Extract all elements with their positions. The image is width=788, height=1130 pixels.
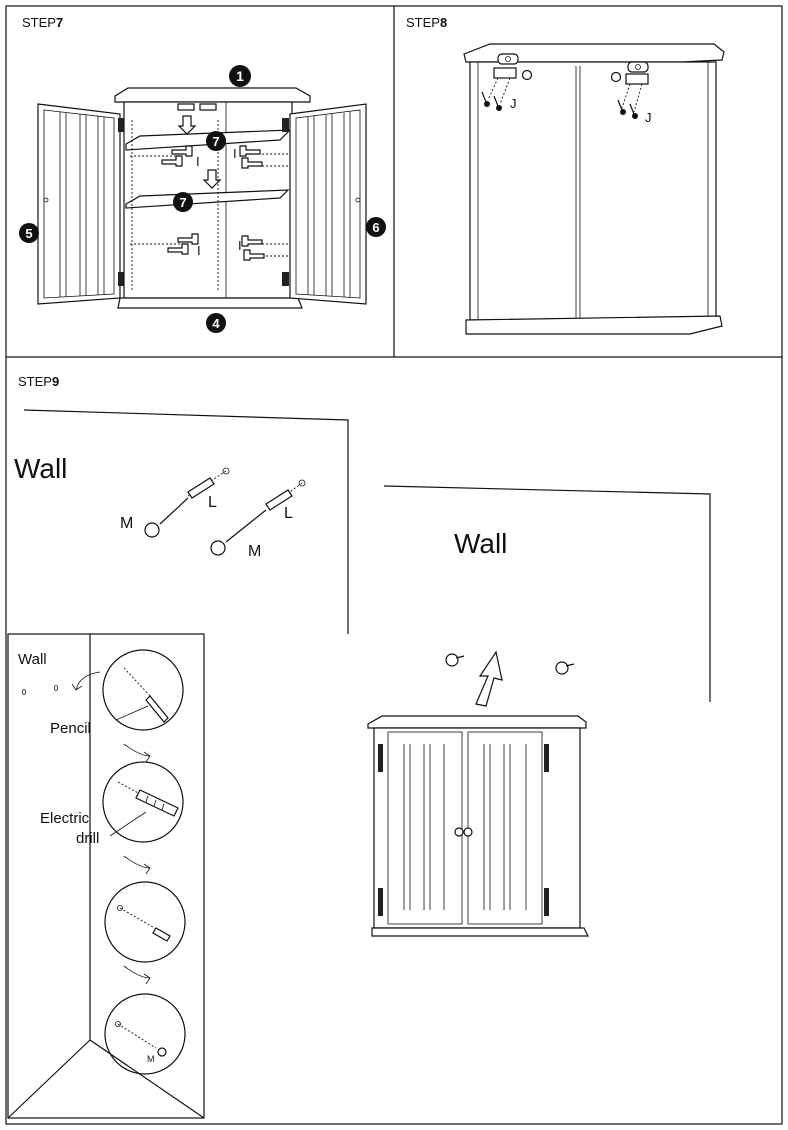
part-letter-j: J [645, 110, 652, 125]
arrow-up-icon [475, 650, 503, 707]
screw-icon [144, 522, 160, 538]
hole-icon [610, 71, 622, 83]
step-8-label: STEP8 [406, 15, 447, 30]
pencil-icon [145, 695, 169, 723]
part-letter-j: J [510, 96, 517, 111]
cabinet-body: I I I I [114, 87, 311, 309]
screw-icon [481, 91, 638, 119]
step-7-panel: STEP7 [19, 15, 386, 333]
drill-icon [135, 789, 179, 817]
wall-label-right: Wall [454, 528, 507, 559]
step-7-label: STEP7 [22, 15, 63, 30]
step-7-callouts: 1 7 7 5 6 4 [19, 65, 386, 333]
anchor-letter-l: L [208, 494, 217, 511]
part-letter-i: I [233, 146, 237, 161]
wall-label-left: Wall [14, 453, 67, 484]
hole-icon [521, 69, 533, 81]
svg-text:7: 7 [179, 195, 186, 210]
anchor-icon [187, 477, 215, 499]
part-letter-i: I [238, 238, 242, 253]
knob-icon [463, 827, 473, 837]
part-letter-i: I [197, 243, 201, 258]
screw-icon [210, 540, 226, 556]
callout-1 [229, 65, 251, 87]
callout-7 [206, 131, 226, 151]
callout-4 [206, 313, 226, 333]
anchor-icon [152, 927, 171, 942]
screw-letter-m: M [248, 543, 261, 560]
assembled-cabinet [367, 715, 589, 937]
shelf-pins [130, 145, 300, 261]
anchor-letter-l: L [284, 505, 293, 522]
screw-icon [445, 653, 459, 667]
drill-circle [102, 761, 184, 843]
panel-frames [5, 5, 783, 1125]
mounting-screws [445, 650, 575, 707]
svg-text:5: 5 [25, 226, 32, 241]
screw-icon [157, 1047, 167, 1057]
screw-circle [104, 993, 186, 1075]
cabinet-back-view: J J [463, 43, 725, 335]
svg-text:7: 7 [212, 134, 219, 149]
left-door [37, 103, 125, 305]
inset-screw-letter-m: M [147, 1054, 155, 1064]
part-letter-i: I [196, 154, 200, 169]
right-door [282, 103, 367, 305]
callout-5 [19, 223, 39, 243]
svg-text:6: 6 [372, 220, 379, 235]
anchor-icon [265, 489, 293, 511]
drill-label-line2: drill [76, 830, 99, 847]
screw-and-anchor-set: M L M L [120, 467, 306, 560]
wall-outline [383, 485, 711, 702]
screw-letter-m: M [120, 515, 133, 532]
pencil-circle [102, 649, 184, 731]
drill-label-line1: Electric [40, 810, 90, 827]
step-9-label: STEP9 [18, 374, 59, 389]
callout-6 [366, 217, 386, 237]
drilling-inset: Wall Pencil Electric drill [7, 633, 205, 1119]
screw-icon [555, 661, 569, 675]
pencil-label: Pencil [50, 720, 91, 737]
step-9-panel: STEP9 Wall M L M L Wall [7, 374, 711, 1119]
anchor-circle [104, 881, 186, 963]
knob-icon [454, 827, 464, 837]
svg-text:4: 4 [212, 316, 220, 331]
wall-outline [23, 409, 349, 634]
inset-wall-label: Wall [18, 651, 47, 668]
step-8-panel: STEP8 [406, 15, 725, 335]
callout-7 [173, 192, 193, 212]
svg-text:1: 1 [236, 68, 244, 84]
